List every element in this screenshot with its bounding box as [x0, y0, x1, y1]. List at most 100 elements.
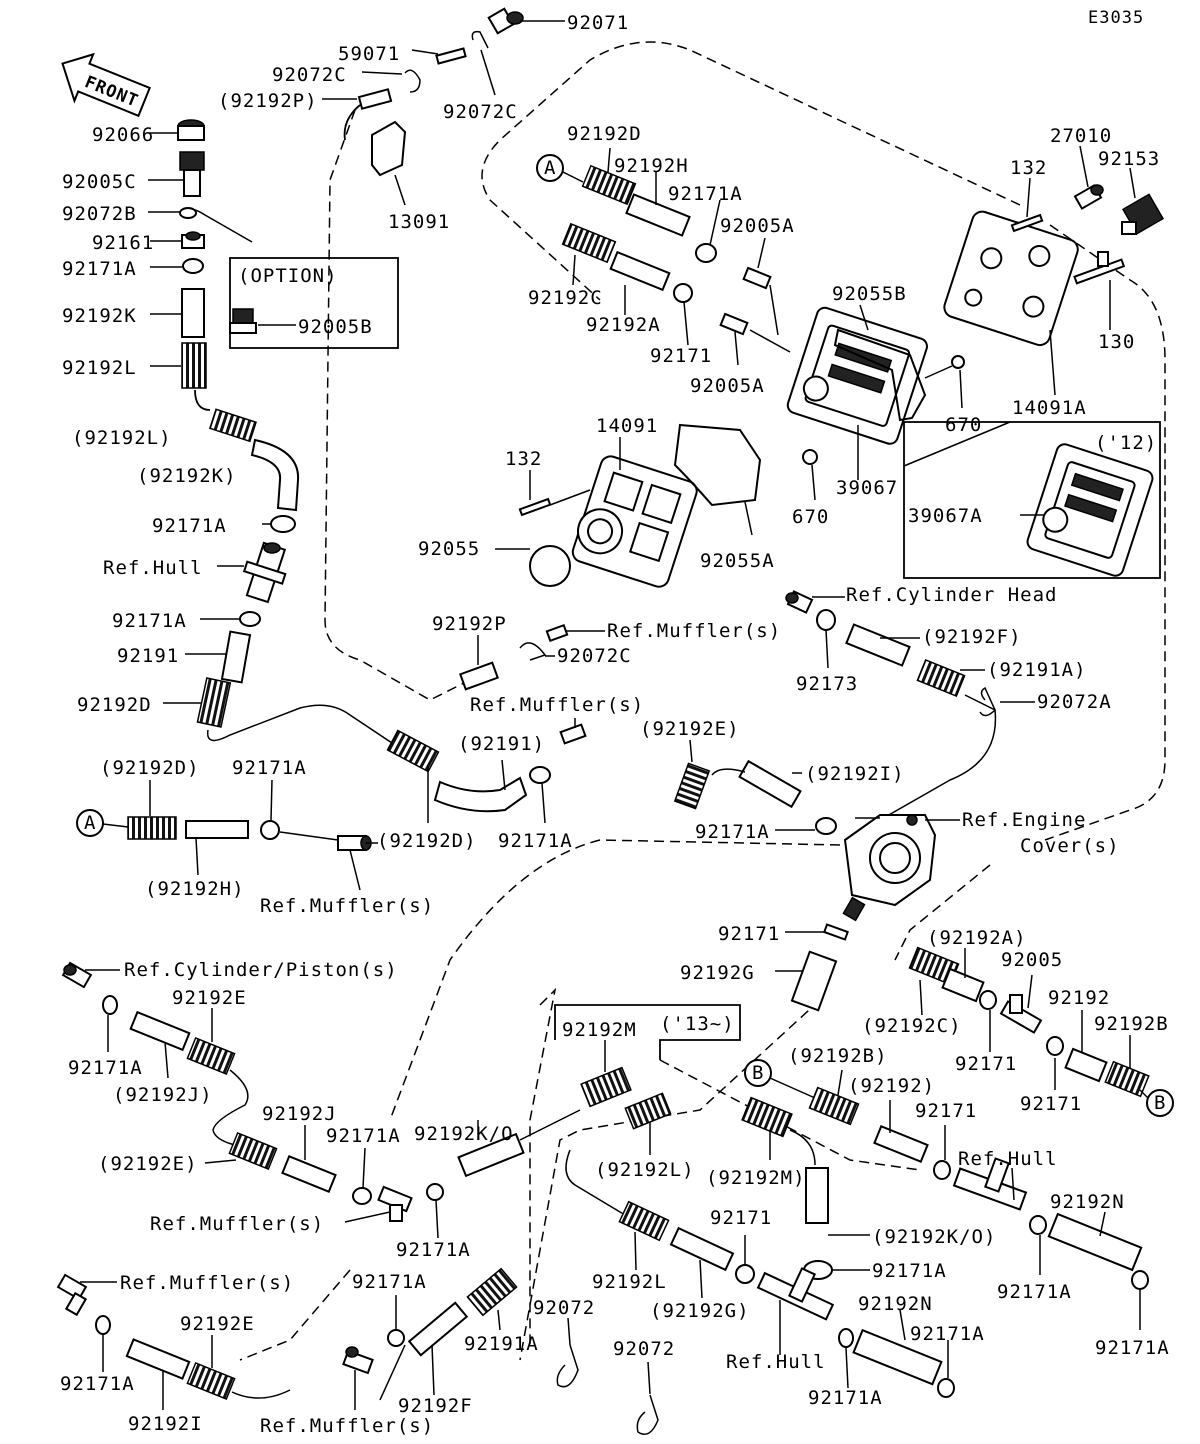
label-92192j-paren: (92192J): [113, 1084, 213, 1106]
label-92192e-1: 92192E: [172, 987, 247, 1009]
label-ref-engine-cover-1: Ref.Engine: [962, 809, 1086, 831]
label-92192e-2: 92192E: [180, 1313, 255, 1335]
fitting-ref-muffler-mid: [545, 623, 569, 643]
label-92005a-2: 92005A: [690, 375, 765, 397]
label-92192l-paren-2: (92192L): [595, 1159, 695, 1181]
front-arrow-icon: FRONT: [61, 52, 152, 118]
label-ref-hull-2: Ref.Hull: [726, 1351, 826, 1373]
oring-670-left: [802, 449, 818, 465]
hose-92192f: [407, 1301, 469, 1357]
dashed-boundary-lower-left: [389, 839, 841, 1121]
clamp-92171a-7: [815, 817, 837, 835]
label-92192j: 92192J: [262, 1103, 337, 1125]
fitting-92071: [487, 7, 524, 35]
label-92192d-paren-2: (92192D): [377, 830, 477, 852]
spring-92192m-paren: [741, 1096, 793, 1138]
clamp-92171a-2: [270, 515, 296, 533]
fitting-ref-cyl-piston: [61, 961, 93, 989]
label-92072-2: 92072: [613, 1338, 675, 1360]
cover-39067a: [1026, 443, 1154, 577]
label-92173: 92173: [796, 673, 858, 695]
dashed-boundary-lower-2: [529, 987, 557, 1350]
clamp-92171a-far-right: [1131, 1270, 1149, 1290]
fitting-92005c: [179, 151, 205, 197]
spring-92192l-paren: [208, 408, 257, 443]
year-12-label: ('12): [1095, 432, 1157, 454]
clamp-92171-lower: [735, 1264, 755, 1284]
label-14091: 14091: [596, 415, 658, 437]
clamp-92171-hull: [933, 1160, 951, 1180]
clip-92072-1: [556, 1344, 579, 1388]
clamp-92171-right: [979, 990, 997, 1010]
dashed-boundary-right-lower: [894, 864, 991, 961]
label-ref-cyl-head: Ref.Cylinder Head: [846, 584, 1057, 606]
label-92192f: 92192F: [398, 1395, 473, 1417]
hose-92192a-top: [609, 250, 671, 292]
hose-92192-right: [1064, 1047, 1108, 1083]
clamp-92171a-5: [529, 766, 551, 784]
label-92153: 92153: [1098, 148, 1160, 170]
spring-92192c: [561, 222, 617, 264]
cover-14091: [571, 455, 698, 588]
label-92171a-2: 92171A: [152, 515, 227, 537]
label-92055: 92055: [418, 538, 480, 560]
label-39067: 39067: [836, 477, 898, 499]
spring-92192d: [196, 677, 232, 728]
label-92005c: 92005C: [62, 171, 137, 193]
label-92171a-3: 92171A: [112, 610, 187, 632]
spring-92192m: [580, 1066, 632, 1108]
clamp-92171a-4: [260, 820, 280, 840]
label-670-1: 670: [945, 414, 982, 436]
label-92192g-paren: (92192G): [650, 1300, 750, 1322]
marker-a-top: [536, 154, 564, 182]
label-92171a-6: 92171A: [498, 830, 573, 852]
label-92192g: 92192G: [680, 962, 755, 984]
clamp-92171a-hull-right: [1029, 1215, 1047, 1235]
cap-92161: [181, 231, 205, 249]
label-92171a-15: 92171A: [808, 1387, 883, 1409]
label-92171a-9: 92171A: [326, 1125, 401, 1147]
label-92192e-paren-2: (92192E): [98, 1153, 198, 1175]
label-92072a: 92072A: [1037, 691, 1112, 713]
label-92171a-10: 92171A: [396, 1239, 471, 1261]
hose-92192a-right: [941, 967, 985, 1003]
label-92192ko-1: 92192K/O: [414, 1123, 514, 1145]
clamp-92171a-lower-hull: [838, 1328, 854, 1348]
label-92171a-13: 92171A: [872, 1260, 947, 1282]
hose-92192-center: [873, 1124, 929, 1164]
label-27010: 27010: [1050, 125, 1112, 147]
label-670-2: 670: [792, 506, 829, 528]
spring-92192d-left: [127, 816, 177, 840]
label-92171a-5: 92171A: [232, 757, 307, 779]
label-92192k-paren: (92192K): [137, 465, 237, 487]
label-92171-2: 92171: [718, 923, 780, 945]
hose-92192k: [181, 288, 205, 338]
label-92072b: 92072B: [62, 203, 137, 225]
clip-92072b: [179, 207, 253, 243]
label-92192i-paren: (92192I): [805, 763, 905, 785]
hose-92192j-paren: [129, 1010, 191, 1052]
hose-92192p: [459, 661, 499, 691]
label-92192n-2: 92192N: [1050, 1191, 1125, 1213]
year-13-box: [554, 1004, 741, 1060]
label-13091: 13091: [388, 211, 450, 233]
label-39067a: 39067A: [908, 505, 983, 527]
hose-92192i: [125, 1338, 191, 1380]
diagram-code: E3035: [1088, 8, 1144, 28]
hose-92192ko: [457, 1132, 525, 1178]
marker-a-top-text: A: [544, 157, 556, 179]
label-92192h: 92192H: [614, 155, 689, 177]
part-labels: 92071 59071 92072C 92072C (92192P) 13091…: [60, 12, 1169, 1437]
label-92192a: 92192A: [586, 314, 661, 336]
marker-b-right-text: B: [1154, 1092, 1166, 1114]
spring-92192b-right: [1104, 1060, 1150, 1098]
fitting-ref-muffler-2: [559, 723, 587, 745]
fitting-ref-cyl-head: [785, 590, 814, 614]
fitting-ref-hull-right: [952, 1157, 1028, 1211]
label-ref-muffler-2: Ref.Muffler(s): [470, 694, 644, 716]
hose-92192ko-paren: [805, 1167, 829, 1224]
gasket-92055a: [673, 423, 762, 507]
label-92192-paren: (92192): [848, 1075, 935, 1097]
label-92072c-3: 92072C: [557, 645, 632, 667]
